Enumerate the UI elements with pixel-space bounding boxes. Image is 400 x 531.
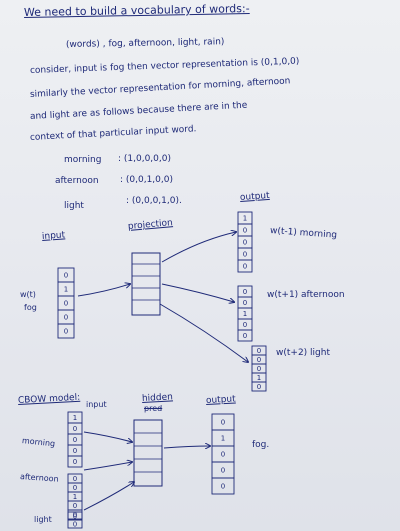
cbow-output-vector: 0 1 0 0 0 — [211, 413, 235, 495]
vector-cell-value: 0 — [221, 483, 225, 491]
cbow-hidden-box — [133, 419, 163, 487]
vector-cell — [251, 381, 267, 392]
vector-cell-value: 1 — [73, 493, 77, 501]
vector-cell-value: 0 — [257, 347, 261, 355]
vector-cell-value: 0 — [243, 227, 247, 235]
vector-cell-value: 1 — [64, 286, 68, 294]
cbow-input-vector-morning: 1 0 0 0 0 — [67, 411, 83, 468]
vector-value-morning: : (1,0,0,0,0) — [118, 154, 171, 164]
arrow-afternoon-to-hidden — [83, 462, 132, 471]
vector-cell-value: 0 — [73, 447, 77, 455]
arrow-projection-to-afternoon — [161, 283, 234, 302]
vector-cell-value: 0 — [73, 511, 77, 519]
vector-cell-value: 0 — [73, 458, 77, 466]
arrow-hidden-to-output — [163, 446, 210, 448]
vector-cell-value: 1 — [221, 435, 225, 443]
vector-cell-value: 1 — [243, 310, 247, 318]
arrow-light-to-hidden — [83, 482, 134, 511]
vector-cell-value: 0 — [73, 513, 77, 521]
cbow-word-light: light — [34, 515, 52, 524]
skipgram-output-vector-morning: 1 0 0 0 0 — [237, 211, 253, 273]
vector-cell-value: 0 — [221, 419, 225, 427]
vector-cell — [67, 455, 83, 468]
arrow-input-to-projection — [77, 284, 130, 297]
cbow-hidden-struck: pred — [144, 404, 163, 413]
vector-cell-value: 0 — [73, 425, 77, 433]
vector-cell — [237, 329, 253, 342]
vector-cell-value: 0 — [243, 321, 247, 329]
vector-word-light: light — [64, 201, 84, 211]
vector-cell-value: 0 — [257, 365, 261, 373]
vector-cell-value: 0 — [243, 299, 247, 307]
skipgram-output-vector-afternoon: 0 0 1 0 0 — [237, 285, 253, 342]
vector-word-morning: morning — [64, 155, 102, 165]
cbow-output-word: fog. — [252, 440, 270, 450]
vector-cell-value: 0 — [73, 475, 77, 483]
vector-cell-value: 0 — [243, 251, 247, 259]
vector-word-afternoon: afternoon — [55, 176, 99, 186]
vector-cell-value: 0 — [73, 521, 77, 529]
arrow-morning-to-hidden — [83, 431, 132, 442]
arrow-projection-to-morning — [161, 232, 236, 263]
vector-cell-value: 0 — [221, 467, 225, 475]
vector-cell — [67, 519, 83, 529]
vector-value-light: : (0,0,0,1,0). — [126, 196, 182, 206]
skipgram-output-label-afternoon: w(t+1) afternoon — [267, 290, 345, 300]
vector-cell-value: 0 — [73, 484, 77, 492]
vector-cell-value: 0 — [243, 332, 247, 340]
vector-cell-value: 0 — [243, 263, 247, 271]
vector-cell-value: 1 — [257, 374, 261, 382]
vector-cell-value: 0 — [257, 383, 261, 391]
vector-cell-value: 0 — [64, 272, 68, 280]
skipgram-word-label-wt: w(t) — [20, 290, 36, 299]
vector-cell — [211, 477, 235, 495]
vector-cell-value: 0 — [221, 451, 225, 459]
skipgram-input-vector: 0 1 0 0 0 — [57, 267, 75, 339]
vector-cell-value: 0 — [73, 502, 77, 510]
vector-cell-value: 0 — [64, 328, 68, 336]
vector-cell-value: 0 — [64, 300, 68, 308]
vector-cell-value: 0 — [243, 288, 247, 296]
skipgram-projection-box — [131, 252, 161, 316]
cbow-input-vector-light: 00 — [67, 511, 83, 529]
vector-cell-value: 0 — [64, 314, 68, 322]
vector-cell-value: 0 — [73, 436, 77, 444]
cbow-input-label: input — [86, 400, 107, 409]
vector-cell-value: 0 — [243, 239, 247, 247]
arrow-projection-to-light — [159, 303, 248, 362]
skipgram-word-label-fog: fog — [24, 303, 37, 312]
vector-cell — [57, 323, 75, 339]
vector-value-afternoon: : (0,0,1,0,0) — [120, 175, 173, 185]
vector-cell — [237, 259, 253, 273]
vector-cell-value: 0 — [257, 356, 261, 364]
vector-cell-value: 1 — [243, 215, 247, 223]
skipgram-output-label-light: w(t+2) light — [276, 348, 330, 358]
vector-cell-value: 1 — [73, 414, 77, 422]
